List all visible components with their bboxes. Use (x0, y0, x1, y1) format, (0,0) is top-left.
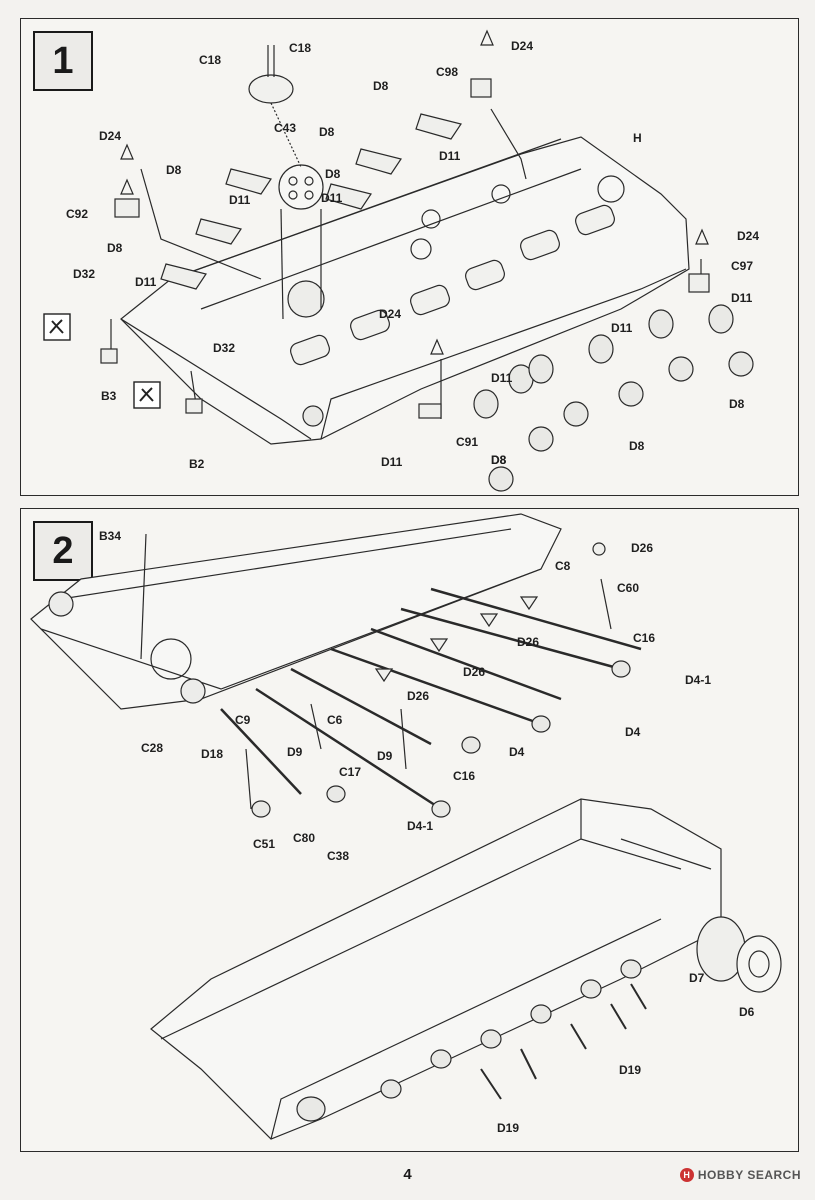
part-label: D11 (611, 321, 633, 335)
part-label: D19 (619, 1063, 642, 1077)
part-label: B34 (99, 529, 122, 543)
part-label: D8 (166, 163, 182, 177)
hull-top-drawing (100, 29, 754, 492)
part-label: C43 (274, 121, 297, 135)
part-label: D26 (631, 541, 654, 555)
part-label: D11 (381, 455, 403, 469)
step-number: 1 (33, 31, 93, 91)
part-label: D11 (229, 193, 251, 207)
part-label: D11 (135, 275, 157, 289)
step-1-panel: 1 (20, 18, 799, 496)
part-label: C98 (436, 65, 459, 79)
part-label: D32 (73, 267, 96, 281)
part-label: C28 (141, 741, 164, 755)
part-label: C80 (293, 831, 316, 845)
part-label: C92 (66, 207, 89, 221)
part-label: D4-1 (407, 819, 434, 833)
part-label: D11 (491, 371, 513, 385)
watermark: H HOBBY SEARCH (679, 1168, 801, 1182)
step-2-panel: 2 (20, 508, 799, 1152)
step-number: 2 (33, 521, 93, 581)
part-label: D18 (201, 747, 224, 761)
part-label: H (633, 131, 642, 145)
part-label: D11 (439, 149, 461, 163)
part-label: D8 (491, 453, 507, 467)
part-label: C60 (617, 581, 640, 595)
part-label: D9 (287, 745, 303, 759)
watermark-text: HOBBY SEARCH (697, 1168, 801, 1182)
part-label: D4-1 (685, 673, 712, 687)
hobby-search-logo-icon: H (679, 1168, 694, 1182)
part-label: C18 (199, 53, 222, 67)
hull-bottom-drawing (30, 513, 782, 1140)
no-glue-icon (43, 313, 71, 341)
part-label: C17 (339, 765, 362, 779)
part-label: D8 (107, 241, 123, 255)
part-label: D24 (737, 229, 760, 243)
page-number: 4 (403, 1166, 412, 1183)
part-label: C91 (456, 435, 479, 449)
part-label: D11 (731, 291, 753, 305)
part-label: D24 (99, 129, 122, 143)
part-label: C9 (235, 713, 251, 727)
part-label: D8 (729, 397, 745, 411)
part-label: C38 (327, 849, 350, 863)
part-label: D4 (625, 725, 641, 739)
part-label: B3 (101, 389, 117, 403)
part-label: D26 (517, 635, 540, 649)
part-label: D8 (629, 439, 645, 453)
part-label: D26 (407, 689, 430, 703)
part-label: C8 (555, 559, 571, 573)
part-label: D24 (379, 307, 402, 321)
part-label: D26 (463, 665, 486, 679)
part-label: D24 (511, 39, 534, 53)
part-label: D11 (321, 191, 343, 205)
part-label: C6 (327, 713, 343, 727)
part-label: C51 (253, 837, 276, 851)
part-label: C16 (633, 631, 656, 645)
part-label: C18 (289, 41, 312, 55)
part-label: D19 (497, 1121, 520, 1135)
part-label: D8 (491, 453, 507, 467)
part-label: C16 (453, 769, 476, 783)
part-label: D8 (319, 125, 335, 139)
part-label: D8 (325, 167, 341, 181)
part-label: D32 (213, 341, 236, 355)
no-glue-icon (133, 381, 161, 409)
part-label: D4 (509, 745, 525, 759)
part-label: D6 (739, 1005, 755, 1019)
part-label: D7 (689, 971, 705, 985)
part-label: B2 (189, 457, 205, 471)
part-label: D8 (373, 79, 389, 93)
part-label: D9 (377, 749, 393, 763)
part-label: C97 (731, 259, 754, 273)
